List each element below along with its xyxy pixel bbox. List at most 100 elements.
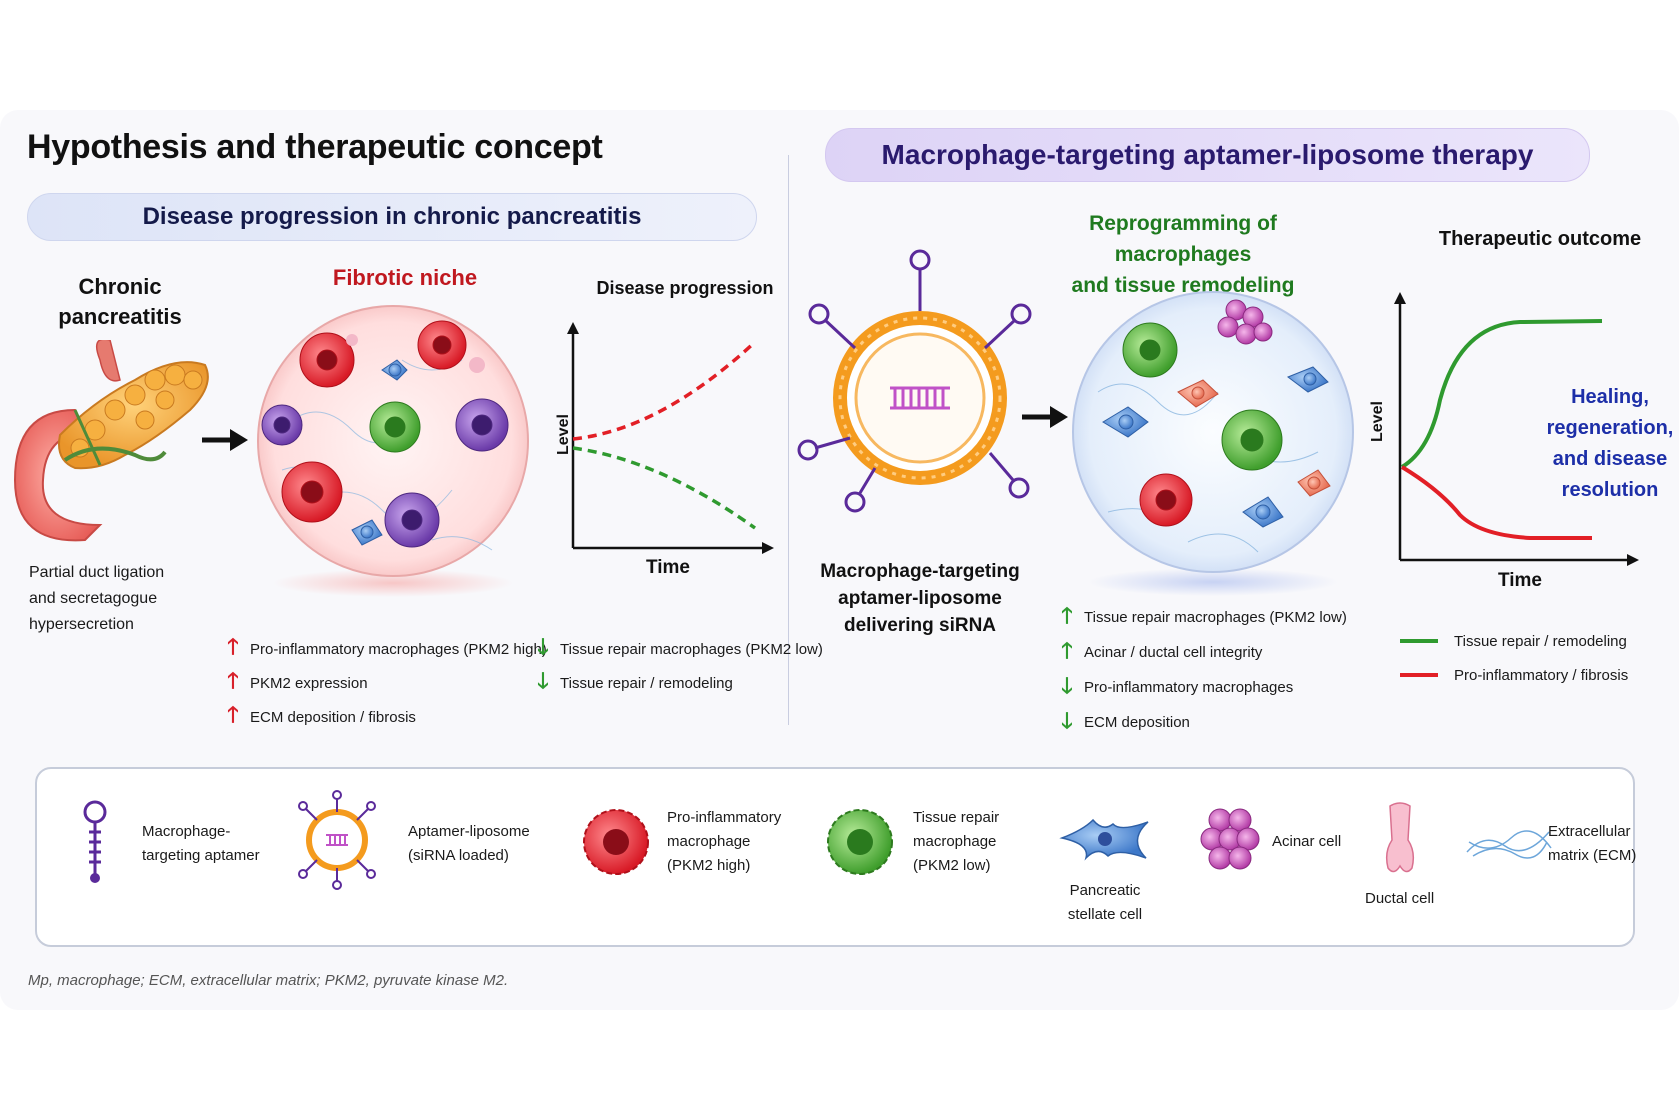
legend-text-line: Macrophage- bbox=[142, 823, 231, 840]
pro-inflammatory-macrophage bbox=[299, 332, 355, 388]
outcome-graph-y-label: Level bbox=[1369, 401, 1386, 442]
list-item-text: Acinar / ductal cell integrity bbox=[1084, 644, 1263, 661]
footnote: Mp, macrophage; ECM, extracellular matri… bbox=[28, 972, 509, 989]
outcome-text-line: and disease bbox=[1552, 448, 1668, 470]
acinar-cell-cluster bbox=[1217, 299, 1273, 345]
chronic-pancreatitis-label-line: pancreatitis bbox=[58, 304, 182, 329]
pancreas-caption: Partial duct ligation and secretagogue h… bbox=[29, 560, 164, 638]
legend-entry: Tissue repair / remodeling bbox=[1400, 624, 1628, 658]
reprogramming-title-line: Reprogramming of macrophages bbox=[1089, 212, 1277, 266]
outcome-text-line: regeneration, bbox=[1546, 417, 1674, 439]
legend-text-line: Pro-inflammatory bbox=[667, 809, 782, 826]
effects-list: 🡑 Tissue repair macrophages (PKM2 low) 🡑 A… bbox=[1058, 600, 1347, 740]
arrow-up-icon: 🡑 bbox=[227, 702, 239, 727]
legend-text-aptamer: Macrophage- targeting aptamer bbox=[142, 820, 260, 868]
main-title: Hypothesis and therapeutic concept bbox=[27, 128, 603, 166]
reprogramming-title: Reprogramming of macrophages and tissue … bbox=[1018, 208, 1348, 301]
arrow-down-icon: 🡓 bbox=[1061, 672, 1073, 698]
section-divider bbox=[788, 155, 789, 725]
legend-text-line: Extracellular bbox=[1548, 823, 1631, 840]
arrow-icon bbox=[202, 429, 248, 451]
list-item-text: Pro-inflammatory macrophages (PKM2 high) bbox=[250, 640, 547, 658]
legend-text-acinar-cell: Acinar cell bbox=[1272, 833, 1342, 850]
disease-progression-title: Disease progression bbox=[596, 278, 774, 298]
disease-progression-graph bbox=[567, 322, 774, 554]
tissue-repair-curve bbox=[1400, 319, 1603, 469]
legend-label: Tissue repair / remodeling bbox=[1454, 632, 1627, 650]
pro-inflammatory-curve bbox=[572, 340, 757, 441]
right-section-header-text: Macrophage-targeting aptamer-liposome th… bbox=[881, 139, 1534, 170]
chronic-pancreatitis-label-line: Chronic bbox=[78, 274, 162, 299]
fibrotic-niche-title: Fibrotic niche bbox=[332, 265, 478, 290]
outcome-text-line: Healing, bbox=[1571, 386, 1649, 408]
legend-entry: Pro-inflammatory / fibrosis bbox=[1400, 658, 1628, 692]
aptamer-icon bbox=[797, 249, 1032, 513]
list-item-text: Tissue repair macrophages (PKM2 low) bbox=[560, 640, 823, 658]
legend-swatch bbox=[1400, 673, 1438, 677]
right-section-header: Macrophage-targeting aptamer-liposome th… bbox=[825, 128, 1590, 182]
list-item-text: Tissue repair macrophages (PKM2 low) bbox=[1084, 609, 1347, 626]
list-item-text: Pro-inflammatory macrophages bbox=[1084, 679, 1294, 696]
increase-list: 🡑 Pro-inflammatory macrophages (PKM2 high… bbox=[224, 632, 547, 734]
pancreas-caption-line: hypersecretion bbox=[29, 616, 134, 633]
fibrotic-niche-illustration bbox=[257, 305, 529, 597]
list-item: 🡑 Tissue repair macrophages (PKM2 low) bbox=[1058, 600, 1347, 635]
legend-swatch bbox=[1400, 639, 1438, 643]
arrow-down-icon: 🡓 bbox=[1061, 707, 1073, 733]
legend-text-line: stellate cell bbox=[1067, 906, 1143, 923]
outcome-text: Healing, regeneration, and disease resol… bbox=[1540, 382, 1679, 506]
liposome-caption-line: Macrophage-targeting bbox=[820, 561, 1020, 582]
list-item: 🡓 Tissue repair macrophages (PKM2 low) bbox=[534, 632, 823, 666]
decrease-list: 🡓 Tissue repair macrophages (PKM2 low) 🡓 T… bbox=[534, 632, 823, 700]
legend-text-line: macrophage bbox=[913, 833, 997, 850]
extracellular-matrix-icon bbox=[1466, 830, 1552, 859]
pancreatic-stellate-cell-icon bbox=[1059, 818, 1149, 861]
arrow-up-icon: 🡑 bbox=[1061, 637, 1073, 663]
outcome-graph-x-label: Time bbox=[1497, 570, 1542, 591]
left-section-header: Disease progression in chronic pancreati… bbox=[27, 193, 757, 241]
legend-text-line: Tissue repair bbox=[913, 809, 1000, 826]
legend-text-tissue-repair: Tissue repair macrophage (PKM2 low) bbox=[913, 806, 999, 878]
legend-text-line: targeting aptamer bbox=[142, 847, 260, 864]
graph-y-label: Level bbox=[555, 414, 572, 455]
legend-text-line: Aptamer-liposome bbox=[408, 823, 530, 840]
pro-inflammatory-macrophage-icon bbox=[583, 809, 649, 875]
legend-text-aptamer-liposome: Aptamer-liposome (siRNA loaded) bbox=[408, 820, 530, 868]
arrow-down-icon: 🡓 bbox=[537, 634, 549, 659]
legend-text-ductal-cell: Ductal cell bbox=[1365, 890, 1435, 907]
legend-text-pro-inflammatory: Pro-inflammatory macrophage (PKM2 high) bbox=[667, 806, 781, 878]
acinar-cell-icon bbox=[1200, 808, 1260, 870]
legend-text-line: macrophage bbox=[667, 833, 751, 850]
outcome-text-line: resolution bbox=[1561, 479, 1659, 501]
aptamer-liposome-icon bbox=[298, 790, 376, 890]
ductal-cell-icon bbox=[1385, 802, 1415, 873]
chronic-pancreatitis-label: Chronic pancreatitis bbox=[40, 272, 200, 332]
therapeutic-outcome-graph bbox=[1394, 292, 1639, 566]
outcome-legend: Tissue repair / remodeling Pro-inflammat… bbox=[1400, 624, 1628, 692]
legend-text-line: (PKM2 low) bbox=[913, 857, 991, 874]
tissue-repair-macrophage-icon bbox=[827, 809, 893, 875]
liposome-caption-line: aptamer-liposome bbox=[838, 588, 1002, 609]
aptamer-icon bbox=[83, 800, 107, 883]
liposome-caption: Macrophage-targeting aptamer-liposome de… bbox=[800, 558, 1040, 639]
aptamer-liposome-illustration bbox=[797, 249, 1032, 513]
list-item-text: ECM deposition bbox=[1084, 714, 1190, 731]
graph-x-label: Time bbox=[645, 557, 690, 578]
list-item: 🡓 ECM deposition bbox=[1058, 705, 1347, 740]
arrow-up-icon: 🡑 bbox=[1061, 602, 1073, 628]
list-item: 🡑PKM2 expression bbox=[224, 666, 547, 700]
reprogramming-title-line: and tissue remodeling bbox=[1071, 274, 1295, 297]
arrow-up-icon: 🡑 bbox=[227, 668, 239, 693]
sirna-icon bbox=[890, 386, 950, 410]
pro-inflammatory-curve bbox=[1400, 465, 1592, 540]
legend-text-line: (siRNA loaded) bbox=[408, 847, 509, 864]
list-item-text: ECM deposition / fibrosis bbox=[250, 708, 416, 726]
arrow-icon bbox=[1022, 406, 1068, 428]
tissue-repair-curve bbox=[572, 446, 757, 530]
reprogrammed-niche-illustration bbox=[1072, 291, 1354, 596]
legend-text-line: (PKM2 high) bbox=[667, 857, 751, 874]
legend-text-line: matrix (ECM) bbox=[1548, 847, 1637, 864]
legend-label: Pro-inflammatory / fibrosis bbox=[1454, 666, 1629, 684]
list-item: 🡓 Pro-inflammatory macrophages bbox=[1058, 670, 1347, 705]
therapeutic-outcome-title: Therapeutic outcome bbox=[1438, 228, 1642, 250]
